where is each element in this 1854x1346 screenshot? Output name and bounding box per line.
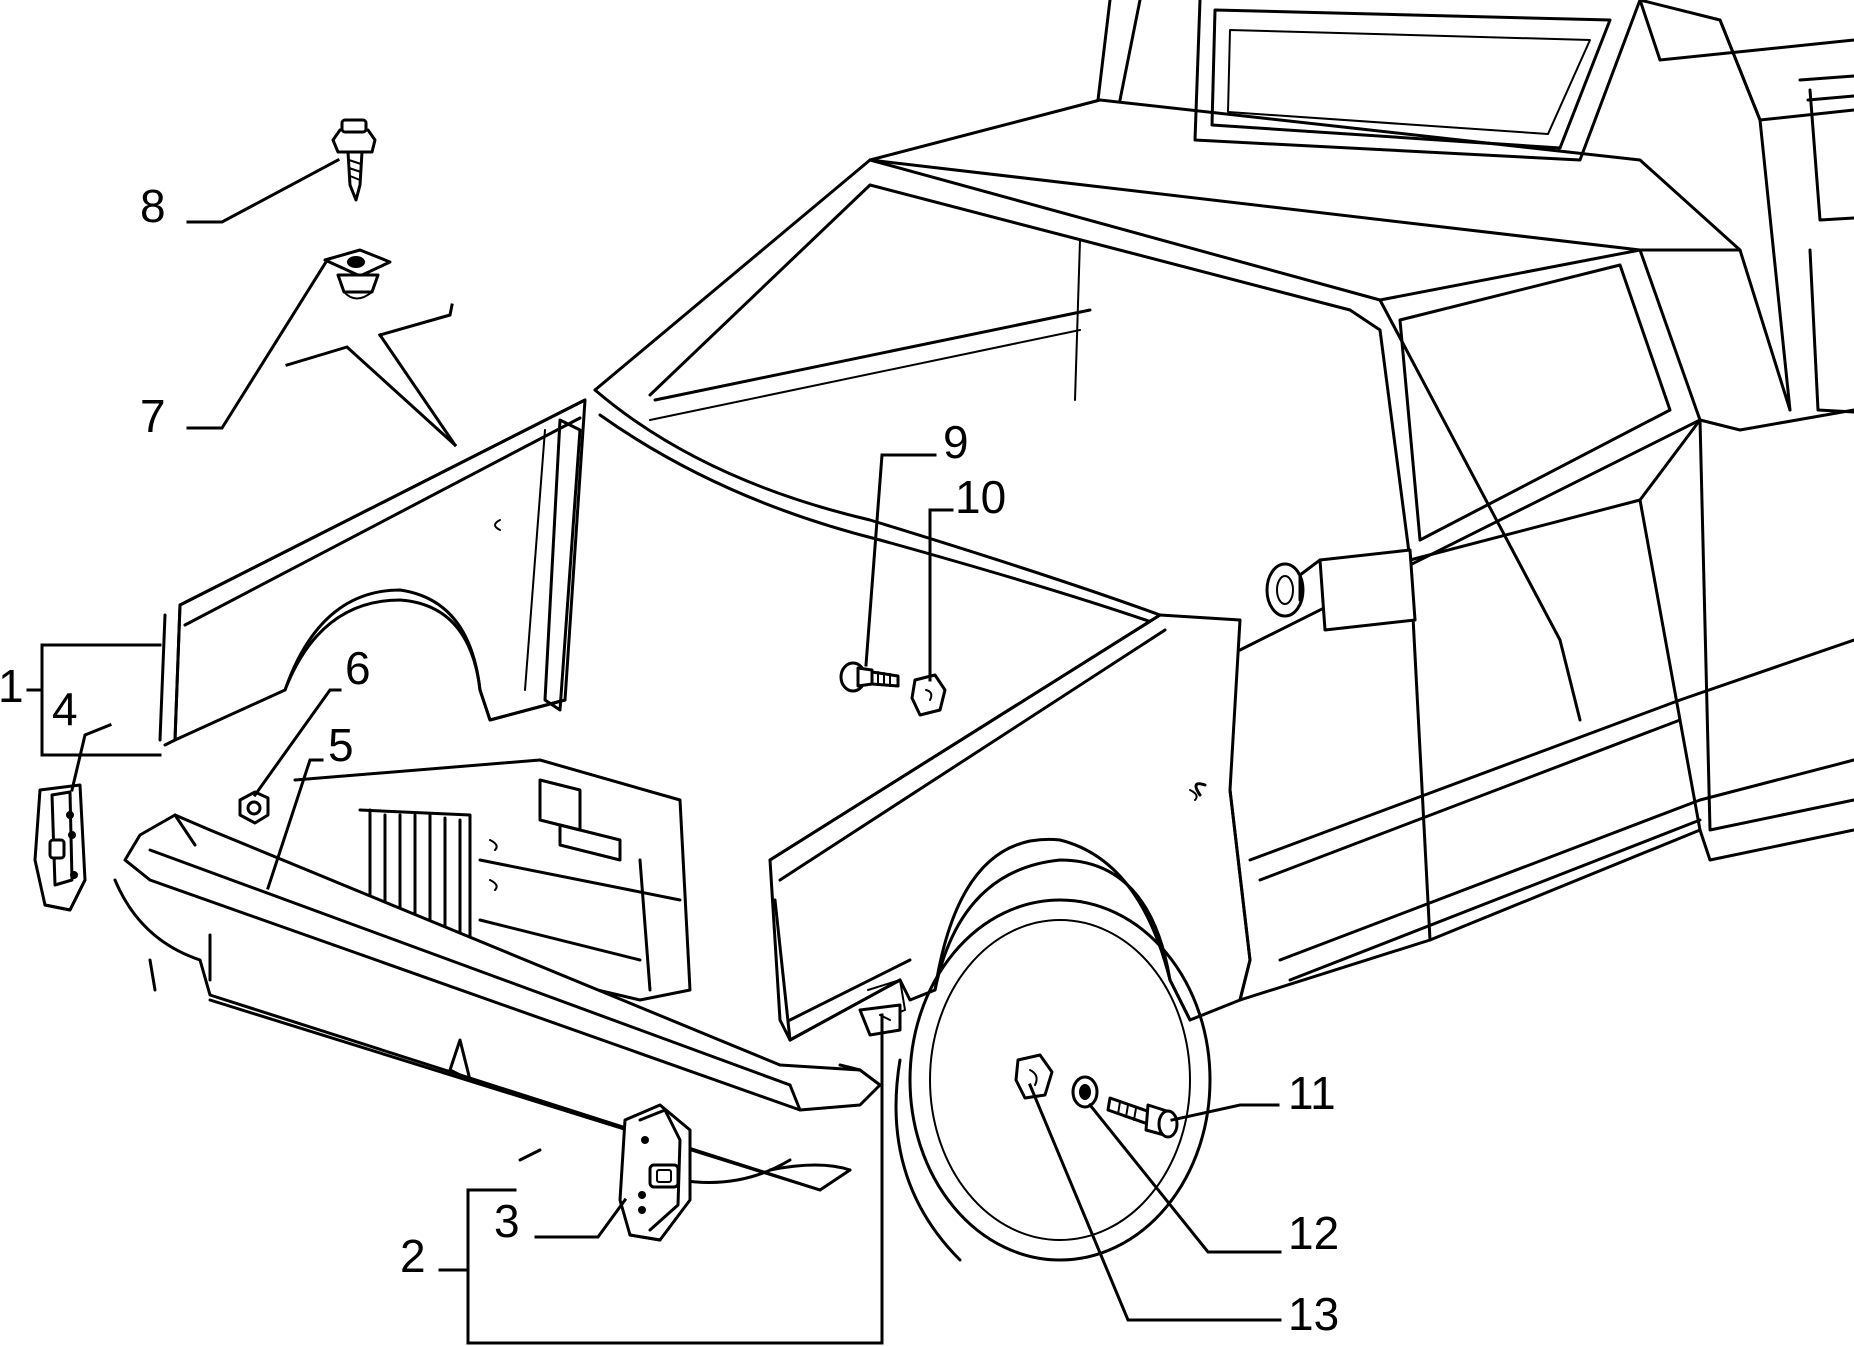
callout-8: 8 (140, 180, 166, 232)
callout-9: 9 (943, 416, 969, 468)
callout-3: 3 (494, 1195, 520, 1247)
callout-numbers: 8 7 1 4 6 5 9 10 11 12 13 3 2 (0, 180, 1339, 1340)
leader-lines (26, 157, 1282, 1345)
part-9-bolt (839, 661, 900, 693)
callout-13: 13 (1288, 1288, 1339, 1340)
callout-10: 10 (955, 471, 1006, 523)
callout-5: 5 (328, 719, 354, 771)
part-3-right-bracket (618, 1103, 692, 1242)
part-4-left-bracket (33, 783, 87, 912)
part-10-clip (910, 673, 947, 717)
vehicle-body (113, 0, 1854, 1262)
callout-2: 2 (400, 1230, 426, 1282)
callout-11: 11 (1288, 1067, 1336, 1119)
part-12-washer (1071, 1075, 1099, 1109)
callout-12: 12 (1288, 1207, 1339, 1259)
part-7-nut-clip (323, 248, 392, 300)
part-8-screw (331, 118, 377, 202)
callout-7: 7 (140, 390, 166, 442)
front-bumper (113, 813, 882, 1192)
part-13-clip (1014, 1053, 1054, 1100)
callout-1: 1 (0, 660, 24, 712)
part-6-nut (238, 790, 270, 825)
part-11-bolt (1106, 1096, 1179, 1139)
callout-4: 4 (52, 683, 78, 735)
callout-6: 6 (345, 642, 371, 694)
